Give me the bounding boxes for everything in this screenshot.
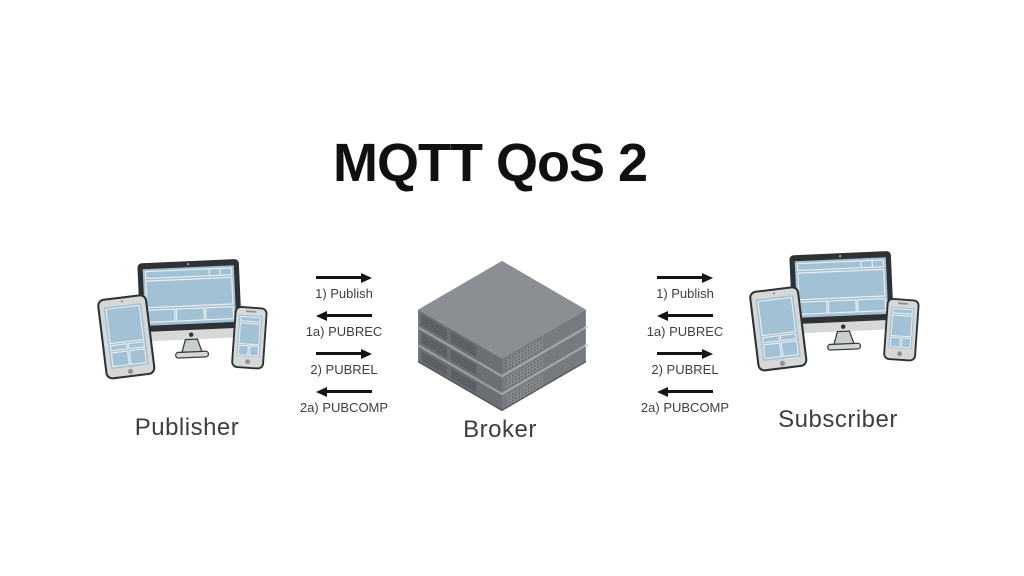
arrow-shaft: [665, 390, 713, 393]
message-label: 1) Publish: [315, 286, 373, 301]
message-label: 2) PUBREL: [310, 362, 378, 377]
broker-label: Broker: [463, 416, 537, 443]
message-pubrel: 2) PUBREL: [310, 348, 378, 377]
arrow-left-icon: [656, 386, 713, 397]
message-label: 1) Publish: [656, 286, 714, 301]
arrow-head: [701, 348, 713, 359]
message-label: 1a) PUBREC: [646, 324, 724, 339]
arrow-shaft: [656, 352, 704, 355]
arrow-left-icon: [315, 386, 372, 397]
broker-server-illustration: [418, 260, 588, 412]
publisher-devices-illustration: [96, 257, 268, 381]
message-label: 2) PUBREL: [651, 362, 719, 377]
publisher-label: Publisher: [134, 414, 240, 441]
subscriber-label: Subscriber: [778, 406, 898, 433]
arrow-head: [361, 272, 372, 283]
message-label: 1a) PUBREC: [305, 324, 383, 339]
message-label: 2a) PUBCOMP: [640, 400, 730, 415]
arrow-shaft: [324, 390, 372, 393]
message-publish: 1) Publish: [315, 272, 373, 301]
arrow-shaft: [315, 352, 363, 355]
arrow-head: [656, 310, 668, 321]
arrow-right-icon: [656, 348, 713, 359]
arrow-shaft: [665, 314, 713, 317]
arrow-right-icon: [315, 348, 372, 359]
flow-broker-subscriber: 1) Publish 1a) PUBREC 2) PUBREL 2a) PUBC…: [624, 272, 746, 425]
arrow-right-icon: [316, 272, 372, 283]
arrow-head: [315, 310, 327, 321]
message-label: 2a) PUBCOMP: [299, 400, 389, 415]
message-pubrel: 2) PUBREL: [651, 348, 719, 377]
arrow-head: [360, 348, 372, 359]
diagram-title: MQTT QoS 2: [333, 133, 648, 193]
message-pubrec: 1a) PUBREC: [305, 310, 383, 339]
message-publish: 1) Publish: [656, 272, 714, 301]
arrow-head: [702, 272, 713, 283]
arrow-left-icon: [315, 310, 372, 321]
arrow-shaft: [324, 314, 372, 317]
message-pubrec: 1a) PUBREC: [646, 310, 724, 339]
arrow-left-icon: [656, 310, 713, 321]
arrow-shaft: [316, 276, 363, 279]
arrow-right-icon: [657, 272, 713, 283]
arrow-head: [656, 386, 668, 397]
message-pubcomp: 2a) PUBCOMP: [299, 386, 389, 415]
subscriber-devices-illustration: [748, 249, 920, 373]
flow-publisher-broker: 1) Publish 1a) PUBREC 2) PUBREL 2a) PUBC…: [283, 272, 405, 425]
message-pubcomp: 2a) PUBCOMP: [640, 386, 730, 415]
arrow-head: [315, 386, 327, 397]
arrow-shaft: [657, 276, 704, 279]
